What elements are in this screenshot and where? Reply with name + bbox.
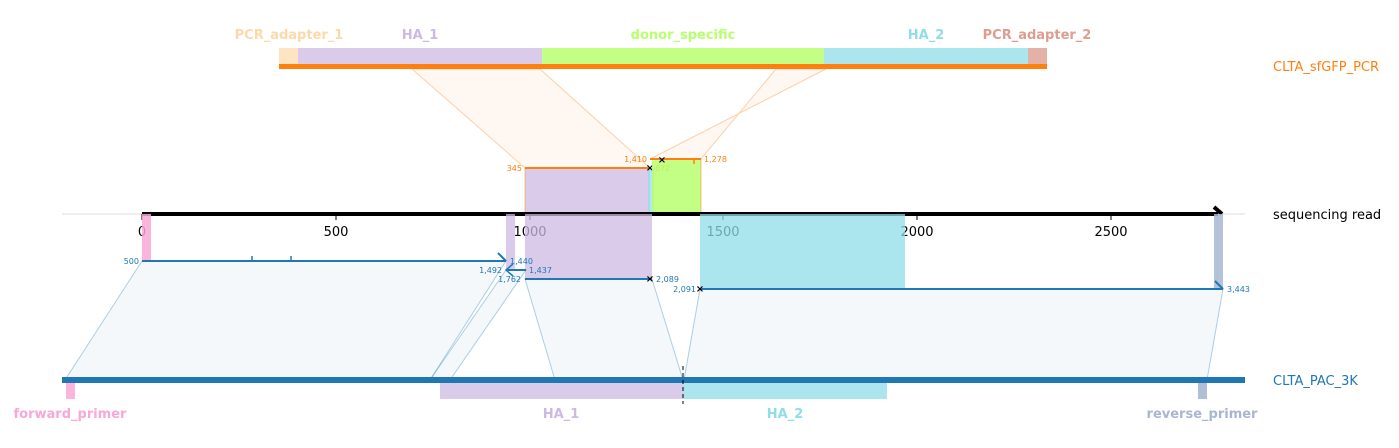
target-fill-forward-primer [142, 214, 151, 261]
target-alignment-2-start: 1,492 [479, 266, 502, 275]
donor-label-pcr-adapter-1: PCR_adapter_1 [235, 28, 344, 43]
donor-sequence-bar [279, 64, 1047, 69]
donor-sequence-name: CLTA_sfGFP_PCR [1273, 60, 1379, 75]
target-alignment-4-arrow [1214, 280, 1224, 290]
donor-alignment-1-end-marker: × [646, 163, 654, 174]
donor-feature-donor-specific [542, 48, 824, 65]
target-wedge-4 [683, 288, 1224, 381]
target-mapping-wedges [64, 260, 1224, 381]
target-alignment-4-marker: × [696, 284, 704, 295]
donor-feature-ha-1 [298, 48, 542, 65]
target-feature-ha-1 [440, 383, 683, 399]
donor-alignment-2-end: 1,278 [704, 155, 727, 164]
target-label-forward-primer: forward_primer [14, 407, 128, 422]
target-alignment-1-end: 1,440 [510, 257, 533, 266]
donor-alignment-blocks: 345 672 × 1,410 1,278 × [507, 155, 727, 214]
target-reference: forward_primer HA_1 HA_2 reverse_primer … [14, 366, 1358, 422]
target-alignment-3-end: 2,089 [656, 275, 679, 284]
target-wedge-1 [64, 260, 507, 381]
target-alignment-2-arrow [504, 263, 514, 277]
target-label-ha-2: HA_2 [767, 407, 804, 422]
donor-feature-pcr-adapter-1 [279, 48, 298, 65]
target-alignment-4-end: 3,443 [1227, 285, 1250, 294]
read-tick-label-2500: 2500 [1094, 225, 1127, 240]
donor-label-donor-specific: donor_specific [631, 28, 736, 43]
read-tick-label-500: 500 [324, 225, 349, 240]
target-alignment-3-marker: × [646, 274, 654, 285]
target-fill-reverse-primer [1214, 214, 1223, 289]
target-fill-ha-1-small [506, 214, 515, 270]
target-sequence-name: CLTA_PAC_3K [1273, 374, 1358, 389]
donor-alignment-1-extra-fill [648, 168, 654, 214]
target-alignment-4-start: 2,091 [673, 285, 696, 294]
target-alignment-3-start: 1,762 [498, 275, 521, 284]
read-tick-label-2000: 2000 [900, 225, 933, 240]
target-feature-forward-primer [66, 383, 75, 399]
target-wedge-3 [524, 278, 684, 381]
donor-feature-pcr-adapter-2 [1028, 48, 1047, 65]
donor-label-ha-1: HA_1 [402, 28, 439, 43]
donor-alignment-1-start: 345 [507, 164, 522, 173]
donor-wedge-1 [410, 68, 652, 169]
donor-alignment-2-marker: × [658, 155, 666, 166]
target-feature-reverse-primer [1198, 383, 1207, 399]
read-end-arrow [1212, 205, 1224, 216]
target-label-reverse-primer: reverse_primer [1147, 407, 1259, 422]
target-alignment-1-arrow [497, 252, 507, 262]
donor-mapping-wedges [410, 68, 827, 169]
donor-alignment-2-start: 1,410 [624, 155, 647, 164]
target-fill-ha-1 [525, 214, 652, 279]
donor-reference: PCR_adapter_1 HA_1 donor_specific HA_2 P… [235, 28, 1379, 75]
donor-alignment-1-ha-1-fill [525, 168, 650, 214]
target-alignment-1-start: 500 [124, 257, 139, 266]
target-alignment-fills [142, 214, 1223, 289]
donor-feature-ha-2 [824, 48, 1028, 65]
target-alignment-2-end: 1,437 [529, 266, 552, 275]
donor-wedge-2 [649, 68, 827, 160]
read-sequence-name: sequencing read [1273, 208, 1381, 223]
donor-label-ha-2: HA_2 [908, 28, 945, 43]
target-fill-ha-2 [700, 214, 905, 289]
target-label-ha-1: HA_1 [543, 407, 580, 422]
target-alignment-lines: 500 1,440 1,492 1,437 × 1,762 2,089 × 2,… [124, 252, 1250, 295]
target-feature-ha-2 [683, 383, 887, 399]
target-sequence-bar [62, 377, 1245, 383]
donor-alignment-2-donor-specific-fill [652, 159, 701, 214]
donor-label-pcr-adapter-2: PCR_adapter_2 [983, 28, 1092, 43]
